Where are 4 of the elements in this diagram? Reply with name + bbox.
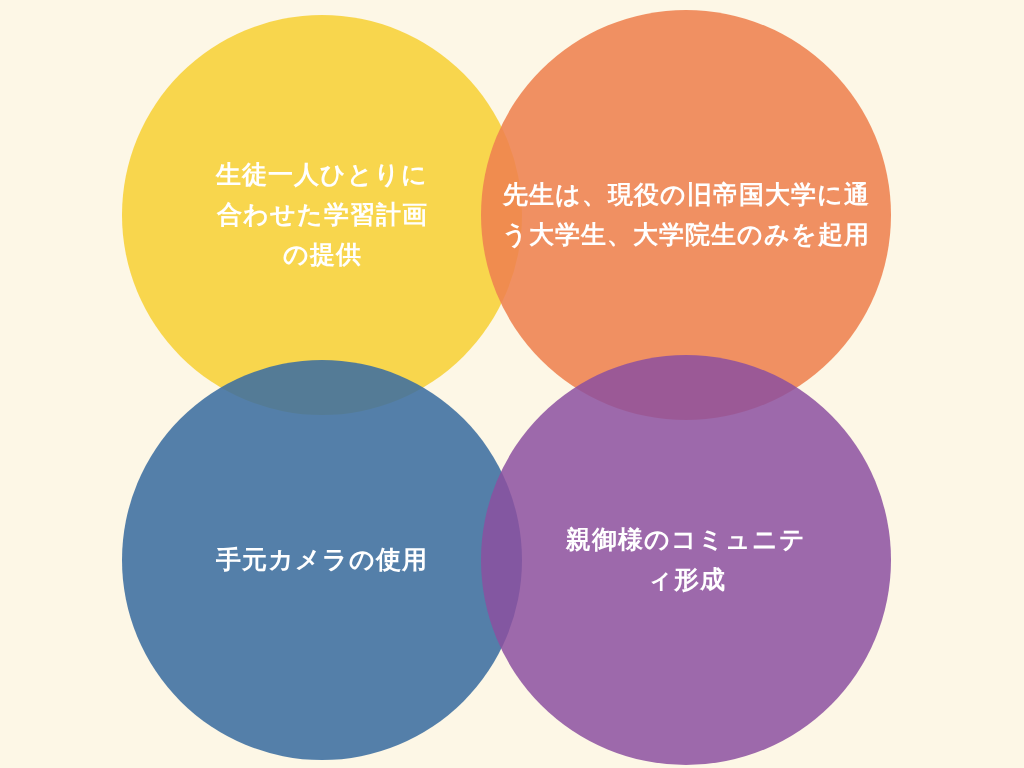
circle-text: 先生は、現役の旧帝国大学に通う大学生、大学院生のみを起用: [501, 179, 871, 251]
circle-text: 手元カメラの使用: [215, 544, 429, 576]
circle-text: 生徒一人ひとりに合わせた学習計画の提供: [214, 159, 429, 271]
circle-text: 親御様のコミュニティ形成: [566, 524, 806, 596]
